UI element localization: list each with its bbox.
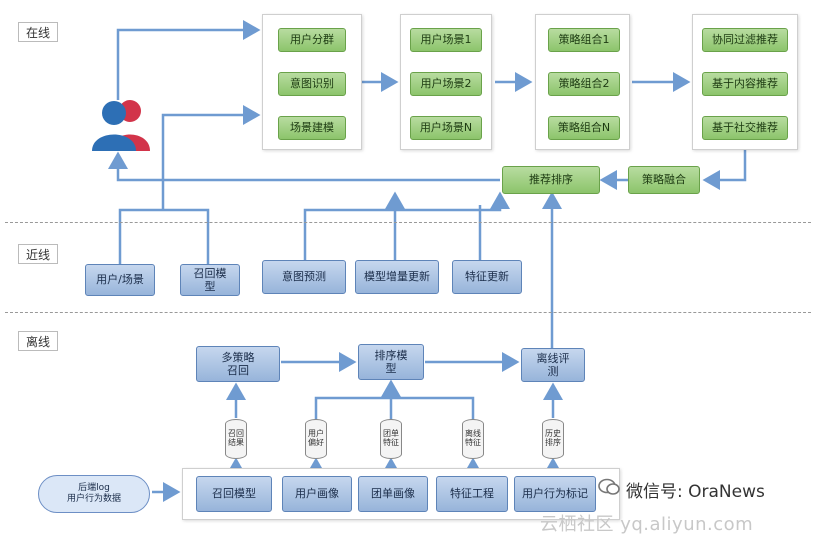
user-scene-1-box: 用户场景1	[410, 28, 482, 52]
section-label-nearline: 近线	[18, 244, 58, 264]
user-scene-2-box: 用户场景2	[410, 72, 482, 96]
recall-results-db: 召回 结果	[225, 419, 247, 459]
recommend-ranking-box: 推荐排序	[502, 166, 600, 194]
feature-engineering-box: 特征工程	[436, 476, 508, 512]
offline-evaluation-box: 离线评 测	[521, 348, 585, 382]
model-incremental-update-box: 模型增量更新	[355, 260, 439, 294]
user-segmentation-box: 用户分群	[278, 28, 346, 52]
scene-modeling-box: 场景建模	[278, 116, 346, 140]
strategy-combo-2-box: 策略组合2	[548, 72, 620, 96]
user-scene-nearline-box: 用户/场景	[85, 264, 155, 296]
strategy-combo-n-box: 策略组合N	[548, 116, 620, 140]
user-profile-box: 用户画像	[282, 476, 352, 512]
deal-features-db: 团单 特征	[380, 419, 402, 459]
content-based-box: 基于内容推荐	[702, 72, 788, 96]
social-based-box: 基于社交推荐	[702, 116, 788, 140]
wechat-icon	[598, 478, 620, 496]
multi-strategy-recall-box: 多策略 召回	[196, 346, 280, 382]
user-behavior-label-box: 用户行为标记	[514, 476, 596, 512]
strategy-fusion-box: 策略融合	[628, 166, 700, 194]
feature-update-box: 特征更新	[452, 260, 522, 294]
section-label-offline: 离线	[18, 331, 58, 351]
divider-nearline-offline	[5, 312, 811, 313]
divider-online-nearline	[5, 222, 811, 223]
backend-log-cloud: 后端log 用户行为数据	[38, 475, 150, 513]
user-group-icon	[92, 100, 150, 151]
section-label-online: 在线	[18, 22, 58, 42]
intent-recognition-box: 意图识别	[278, 72, 346, 96]
history-ranking-db: 历史 排序	[542, 419, 564, 459]
user-scene-n-box: 用户场景N	[410, 116, 482, 140]
user-preference-db: 用户 偏好	[305, 419, 327, 459]
recall-model-offline-box: 召回模型	[196, 476, 272, 512]
collaborative-filtering-box: 协同过滤推荐	[702, 28, 788, 52]
intent-prediction-box: 意图预测	[262, 260, 346, 294]
site-watermark: 云栖社区 yq.aliyun.com	[540, 514, 754, 535]
deal-profile-box: 团单画像	[358, 476, 428, 512]
recall-model-nearline-box: 召回模 型	[180, 264, 240, 296]
wechat-watermark: 微信号: OraNews	[626, 482, 765, 502]
strategy-combo-1-box: 策略组合1	[548, 28, 620, 52]
ranking-model-box: 排序模 型	[358, 344, 424, 380]
offline-features-db: 离线 特征	[462, 419, 484, 459]
